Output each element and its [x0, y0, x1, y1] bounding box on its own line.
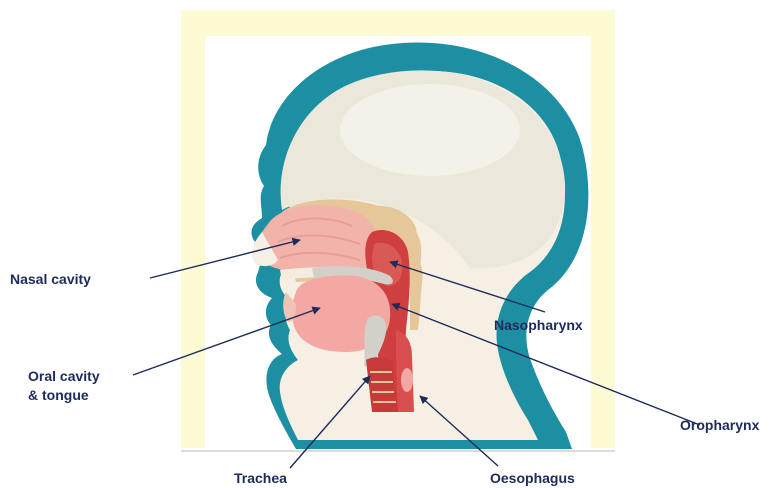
label-oropharynx: Oropharynx	[680, 417, 760, 433]
label-nasopharynx: Nasopharynx	[494, 317, 583, 333]
label-oesophagus: Oesophagus	[490, 470, 575, 486]
skull-highlight	[340, 84, 520, 176]
label-oral-cavity-line1: Oral cavity	[28, 368, 100, 384]
label-nasal-cavity: Nasal cavity	[10, 271, 91, 287]
label-oral-cavity-line2: & tongue	[28, 387, 89, 403]
label-trachea: Trachea	[234, 470, 287, 486]
oesophagus-bolus	[401, 368, 413, 392]
